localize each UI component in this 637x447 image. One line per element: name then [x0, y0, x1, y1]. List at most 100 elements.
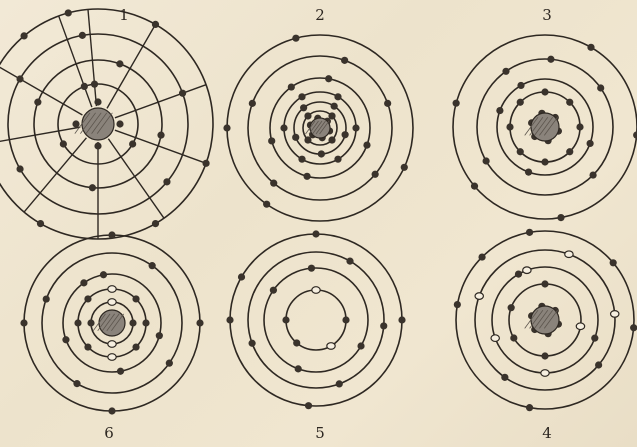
electron-2	[454, 301, 461, 308]
electron-14	[288, 83, 295, 90]
electron-18	[517, 148, 524, 155]
electron-12	[303, 173, 310, 180]
electron-10	[163, 178, 170, 185]
electron-5	[341, 57, 348, 64]
electron-26	[328, 136, 335, 143]
electron-7	[65, 9, 72, 16]
electron-8	[589, 171, 596, 178]
electron-24	[129, 319, 136, 326]
atom-figure-3	[453, 35, 637, 221]
electron-3	[263, 201, 270, 208]
electron-2	[196, 319, 203, 326]
electron-23	[292, 134, 299, 141]
electron-6	[249, 100, 256, 107]
electron-4	[398, 316, 405, 323]
electron-8	[166, 360, 173, 367]
electron-10	[62, 336, 69, 343]
electron-9	[380, 322, 387, 329]
electron-24	[94, 98, 101, 105]
electron-6	[43, 295, 50, 302]
electron-4	[152, 220, 159, 227]
electron-2	[453, 100, 460, 107]
electron-1	[292, 35, 299, 42]
electron-17	[91, 81, 98, 88]
electron-17	[334, 156, 341, 163]
orbit-ring-1	[230, 234, 402, 406]
electron-19	[84, 343, 91, 350]
electron-5	[238, 273, 245, 280]
electron-19	[541, 352, 548, 359]
electron-10	[325, 75, 332, 82]
electron-13	[80, 279, 87, 286]
electron-open-23	[108, 341, 116, 348]
electron-13	[587, 140, 594, 147]
electron-21	[342, 131, 349, 138]
electron-17	[541, 280, 548, 287]
electron-18	[132, 343, 139, 350]
radial-spoke-2	[107, 24, 156, 108]
electron-20	[84, 295, 91, 302]
electron-19	[506, 123, 513, 130]
electron-5	[149, 262, 156, 269]
electron-18	[293, 339, 300, 346]
radial-spoke-1	[88, 9, 96, 106]
electron-open-8	[475, 293, 483, 300]
electron-15	[142, 319, 149, 326]
electron-16	[352, 124, 359, 131]
electron-6	[478, 253, 485, 260]
electron-11	[16, 165, 23, 172]
electron-open-14	[108, 286, 116, 293]
electron-14	[496, 107, 503, 114]
electron-9	[179, 90, 186, 97]
electron-6	[547, 56, 554, 63]
electron-8	[336, 380, 343, 387]
electron-28	[304, 112, 311, 119]
electron-18	[508, 304, 515, 311]
electron-15	[591, 335, 598, 342]
electron-21	[541, 88, 548, 95]
electron-9	[384, 100, 391, 107]
atom-figure-4	[454, 229, 637, 411]
radial-spoke-8	[0, 127, 80, 144]
electron-3	[557, 214, 564, 221]
electron-17	[541, 158, 548, 165]
electron-6	[37, 220, 44, 227]
electron-3	[526, 404, 533, 411]
electron-8	[372, 171, 379, 178]
electron-4	[630, 324, 637, 331]
electron-open-13	[491, 335, 499, 342]
electron-18	[129, 140, 136, 147]
electron-11	[270, 287, 277, 294]
figure-label-1: 1	[109, 6, 139, 24]
electron-15	[282, 316, 289, 323]
electron-open-14	[541, 370, 549, 377]
electron-3	[305, 402, 312, 409]
electron-10	[308, 265, 315, 272]
nucleus	[82, 108, 114, 140]
atom-figure-6	[20, 231, 203, 414]
electron-7	[73, 380, 80, 387]
electron-17	[342, 316, 349, 323]
electron-11	[517, 82, 524, 89]
electron-18	[298, 156, 305, 163]
electron-1	[587, 44, 594, 51]
electron-1	[20, 32, 27, 39]
electron-3	[202, 160, 209, 167]
electron-12	[16, 75, 23, 82]
electron-16	[34, 99, 41, 106]
electron-22	[318, 150, 325, 157]
electron-22	[566, 99, 573, 106]
figure-label-3: 3	[532, 6, 562, 24]
electron-open-20	[576, 323, 584, 330]
nucleus	[99, 310, 125, 336]
electron-23	[72, 120, 79, 127]
radial-spoke-9	[0, 67, 82, 116]
nucleus	[531, 113, 559, 141]
electron-1	[108, 231, 115, 238]
electron-21	[132, 295, 139, 302]
electron-10	[595, 361, 602, 368]
electron-4	[633, 131, 637, 138]
electron-open-12	[523, 267, 531, 274]
electron-7	[249, 340, 256, 347]
